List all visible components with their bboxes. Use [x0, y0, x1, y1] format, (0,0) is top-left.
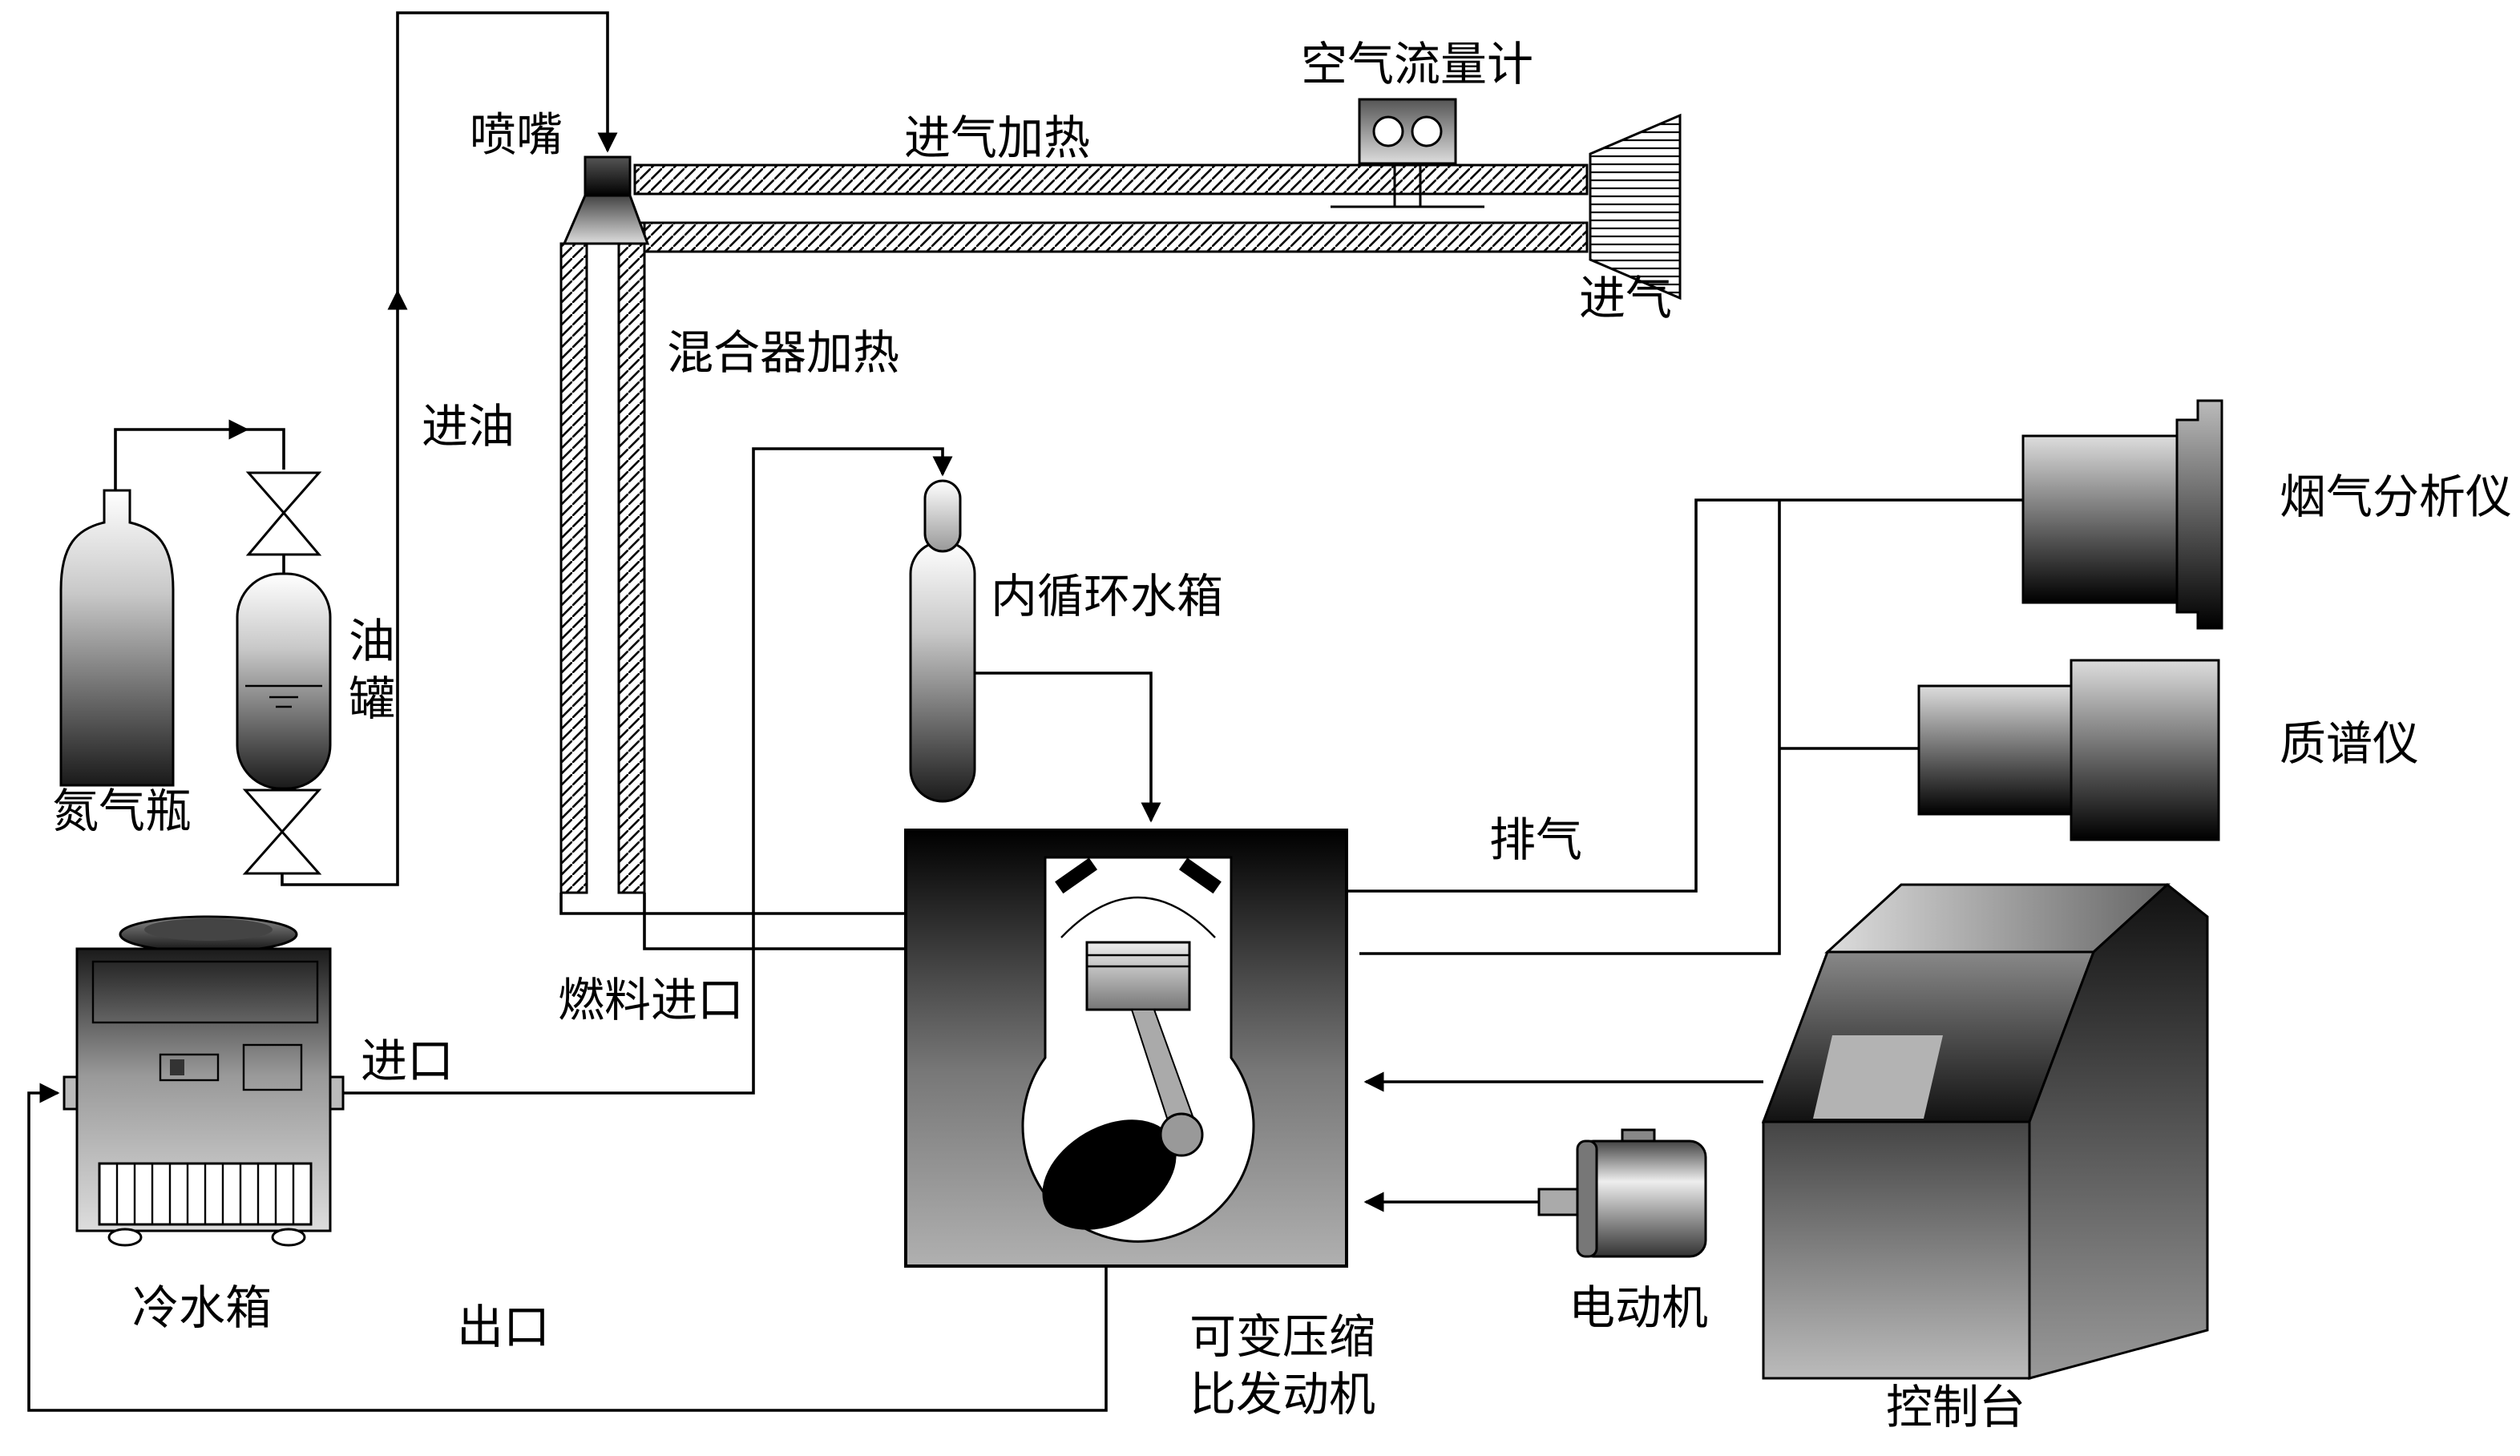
- label-mass-spectrometer: 质谱仪: [2280, 718, 2419, 770]
- air-flow-meter-dial-right: [1411, 115, 1443, 147]
- mass-spec-body: [2070, 659, 2220, 841]
- coolant-inlet-line: [343, 447, 953, 1095]
- flue-gas-analyzer: [2021, 399, 2223, 630]
- combustion-dome: [1060, 896, 1216, 938]
- label-nitrogen-bottle: 氮气瓶: [52, 785, 192, 837]
- air-flow-meter-dial-left: [1372, 115, 1404, 147]
- oil-tank-shape: [236, 572, 332, 790]
- inner-circulation-water-tank: [909, 479, 976, 803]
- motor-cap-ring: [1576, 1139, 1598, 1258]
- air-flow-meter: [1331, 98, 1484, 208]
- analyzer-riser-line: [1359, 500, 1781, 955]
- mixer-pipe-left-wall: [559, 242, 588, 894]
- label-engine-1: 可变压缩: [1189, 1311, 1375, 1363]
- mixer-pipe: [559, 221, 646, 894]
- valve-upper-top-triangle: [245, 471, 322, 515]
- valve-lower: [242, 788, 322, 875]
- label-nozzle: 喷嘴: [470, 109, 563, 161]
- watertank-to-engine-line: [975, 672, 1161, 823]
- flue-analyzer-body: [2021, 434, 2182, 604]
- mass-spectrometer: [1917, 659, 2220, 841]
- valve-left-icon: [1055, 857, 1098, 894]
- chiller-lid-inner: [144, 918, 273, 941]
- label-electric-motor: 电动机: [1569, 1282, 1708, 1334]
- chiller-grill-bars: [115, 1164, 295, 1224]
- chiller-port-left: [63, 1075, 79, 1111]
- label-fuel-inlet: 燃料进口: [558, 974, 744, 1026]
- fuel-duct-bottom-line: [643, 893, 906, 950]
- crank-web: [1042, 1119, 1177, 1230]
- control-console: [1761, 883, 2209, 1380]
- nozzle-body: [584, 155, 632, 197]
- valve-lower-top-triangle: [242, 788, 322, 834]
- electric-motor: [1537, 1128, 1707, 1258]
- label-mixer-heating: 混合器加热: [667, 327, 899, 379]
- crank-pin: [1159, 1112, 1204, 1157]
- oil-feed-line-upper: [396, 11, 618, 292]
- intake-horn: [1589, 113, 1682, 300]
- piston: [1085, 941, 1191, 1011]
- labels: 空气流量计 进气加热 喷嘴 进气 混合器加热 进油 油 罐 氮气瓶 内循环水箱 …: [52, 38, 2512, 1434]
- mass-spec-barrel: [1917, 684, 2074, 816]
- chiller-foot-left: [107, 1228, 143, 1247]
- chiller-top-panel: [91, 960, 319, 1024]
- chiller-port-right: [329, 1075, 345, 1111]
- label-oil-tank-1: 油: [349, 615, 395, 668]
- label-control-console: 控制台: [1886, 1381, 2025, 1434]
- plumbing-lines: [27, 11, 2023, 1412]
- label-oil-feed: 进油: [422, 401, 515, 453]
- valve-upper-bottom-triangle: [245, 510, 322, 556]
- oil-tank: [236, 572, 332, 790]
- chiller-display-button: [170, 1059, 184, 1075]
- console-side-face: [2028, 883, 2209, 1380]
- coolant-return-line: [27, 1083, 1108, 1412]
- nitrogen-bottle: [59, 489, 175, 787]
- chiller-display: [159, 1053, 220, 1082]
- fuel-duct-top-line: [559, 893, 906, 915]
- intake-pipe-bottom-wall: [643, 221, 1589, 253]
- nitrogen-supply-line: [114, 419, 249, 510]
- valve-lower-bottom-triangle: [242, 829, 322, 875]
- nitrogen-bottle-shape: [59, 489, 175, 787]
- console-screen: [1813, 1035, 1943, 1119]
- water-tank-neck: [923, 479, 962, 553]
- label-engine-2: 比发动机: [1189, 1369, 1375, 1421]
- label-oil-tank-2: 罐: [349, 673, 395, 725]
- valve-upper: [245, 471, 322, 574]
- label-exhaust: 排气: [1489, 814, 1582, 866]
- valve-right-icon: [1178, 857, 1222, 894]
- label-air-flow-meter: 空气流量计: [1301, 38, 1533, 91]
- chiller-foot-right: [271, 1228, 306, 1247]
- label-flue-gas-analyzer: 烟气分析仪: [2280, 471, 2512, 523]
- nitrogen-to-valve-line: [247, 428, 285, 470]
- label-outlet: 出口: [457, 1301, 550, 1353]
- water-tank-body: [909, 540, 976, 803]
- label-inner-circulation-tank: 内循环水箱: [991, 571, 1223, 623]
- intake-horn-shape: [1589, 113, 1682, 300]
- label-intake: 进气: [1579, 272, 1672, 325]
- cold-water-tank: [63, 915, 345, 1247]
- oil-feed-line-lower: [281, 289, 408, 886]
- exhaust-line: [1347, 498, 2023, 893]
- intake-pipe-top-wall: [633, 163, 1589, 196]
- flue-analyzer-flange: [2175, 399, 2223, 630]
- nozzle-assembly: [562, 155, 650, 245]
- label-inlet: 进口: [361, 1035, 454, 1087]
- variable-compression-engine: [904, 829, 1348, 1268]
- mixer-pipe-right-wall: [617, 221, 646, 894]
- chiller-control-panel: [242, 1043, 303, 1091]
- motor-shaft: [1537, 1188, 1579, 1216]
- nozzle-funnel: [562, 194, 650, 245]
- console-lower-front: [1762, 1120, 2031, 1380]
- label-intake-heating: 进气加热: [904, 112, 1090, 164]
- label-cold-water-tank: 冷水箱: [132, 1282, 272, 1334]
- intake-pipe: [633, 163, 1589, 253]
